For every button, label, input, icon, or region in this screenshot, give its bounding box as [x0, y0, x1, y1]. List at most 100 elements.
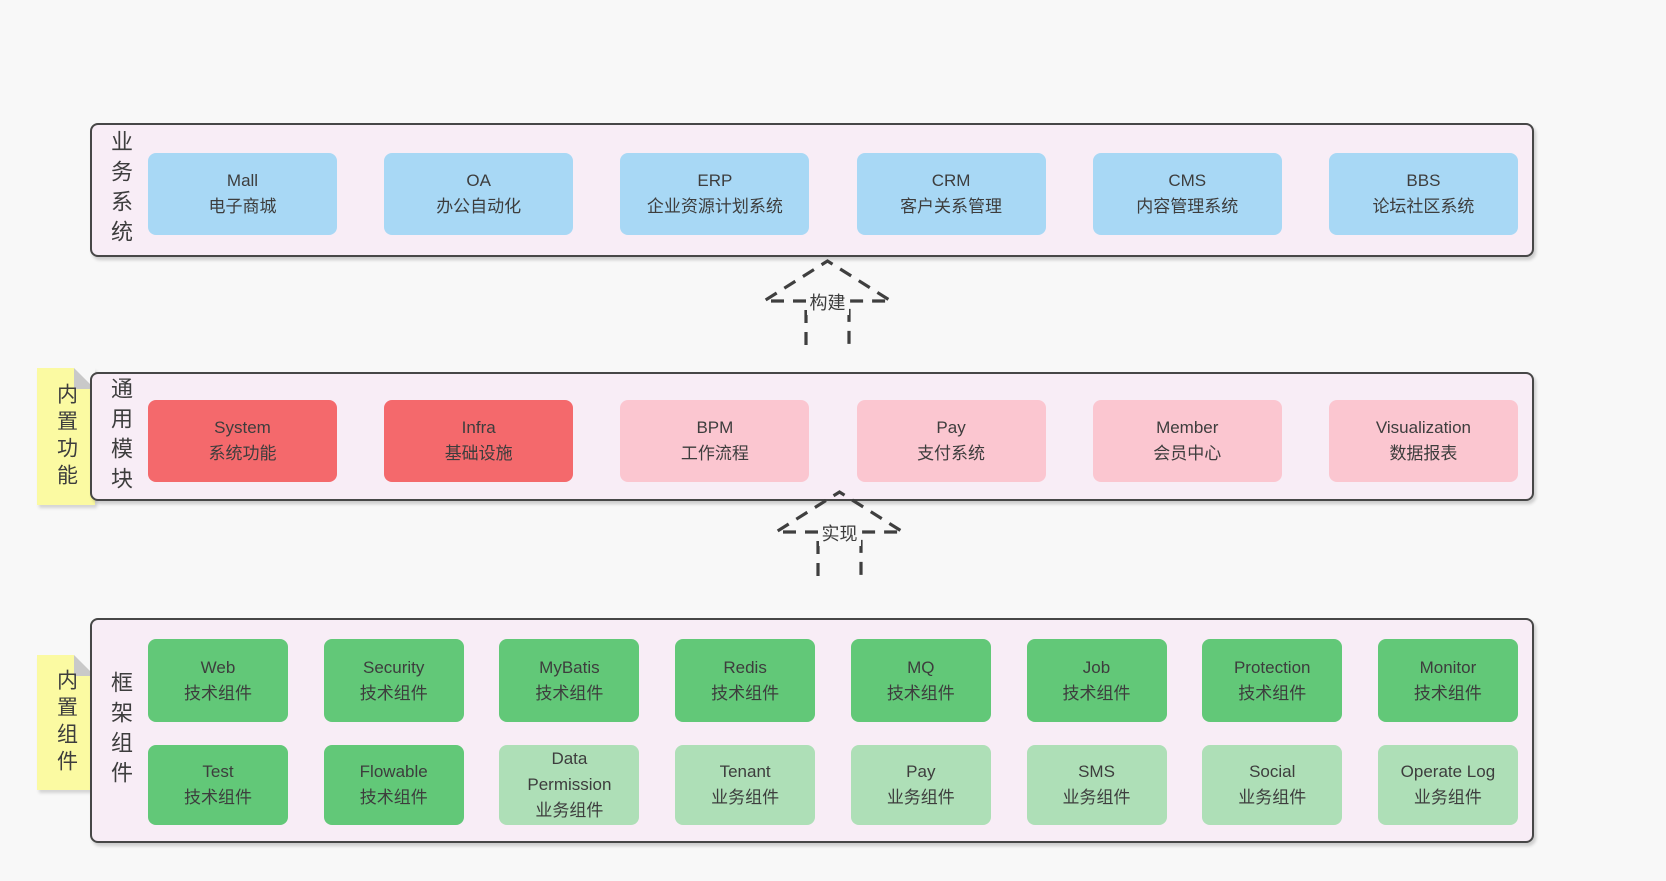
- box-title: Pay: [906, 762, 936, 781]
- box-subtitle: 支付系统: [917, 444, 986, 463]
- box-subtitle: 业务组件: [886, 788, 955, 807]
- box-protection: Protection 技术组件: [1202, 639, 1343, 722]
- box-title: BBS: [1406, 171, 1441, 190]
- box-subtitle: 技术组件: [711, 683, 780, 703]
- implement-arrow: 实现: [772, 488, 907, 576]
- framework-components-row-1: Web 技术组件 Security 技术组件 MyBatis 技术组件 Redi…: [148, 639, 1518, 722]
- box-title: ERP: [697, 171, 733, 190]
- box-subtitle: 基础设施: [444, 444, 513, 463]
- box-subtitle: 技术组件: [1062, 683, 1131, 703]
- box-pay-module: Pay 支付系统: [856, 400, 1046, 482]
- box-title: Monitor: [1419, 657, 1477, 677]
- box-subtitle: 业务组件: [1062, 788, 1131, 807]
- common-modules-label: 通用模块: [108, 376, 133, 497]
- box-web: Web 技术组件: [148, 639, 288, 722]
- box-subtitle: 业务组件: [711, 788, 780, 807]
- box-title: Tenant: [719, 762, 771, 781]
- box-title: CRM: [931, 171, 971, 190]
- sticky-label: 内置功能: [54, 382, 78, 491]
- box-subtitle: 技术组件: [184, 683, 252, 703]
- box-title: Visualization: [1375, 418, 1471, 437]
- box-subtitle: 业务组件: [1238, 788, 1307, 807]
- sticky-note-built-in-components: 内置组件: [37, 655, 95, 790]
- box-job: Job 技术组件: [1026, 639, 1167, 722]
- box-mybatis: MyBatis 技术组件: [499, 639, 640, 722]
- box-tenant: Tenant 业务组件: [675, 745, 816, 825]
- box-subtitle: 论坛社区系统: [1372, 197, 1475, 216]
- box-subtitle: 数据报表: [1389, 444, 1458, 463]
- box-redis: Redis 技术组件: [675, 639, 816, 722]
- sticky-label: 内置组件: [54, 668, 78, 777]
- box-subtitle: 会员中心: [1153, 444, 1222, 463]
- build-arrow: 构建: [760, 257, 895, 345]
- common-modules-row: System 系统功能 Infra 基础设施 BPM 工作流程 Pay 支付系统…: [148, 400, 1518, 482]
- box-subtitle: 技术组件: [359, 788, 428, 807]
- framework-components-label: 框架组件: [108, 670, 133, 791]
- box-title: Flowable: [359, 762, 428, 781]
- up-arrow-icon: [772, 490, 907, 576]
- box-subtitle: 技术组件: [359, 683, 428, 703]
- box-title: Protection: [1233, 657, 1311, 677]
- box-subtitle: 客户关系管理: [900, 197, 1003, 216]
- box-subtitle: 系统功能: [208, 444, 277, 463]
- framework-components-row-2: Test 技术组件 Flowable 技术组件 Data Permission …: [148, 745, 1518, 825]
- box-title: SMS: [1078, 762, 1115, 781]
- box-pay-component: Pay 业务组件: [850, 745, 991, 825]
- box-mall: Mall 电子商城: [148, 153, 337, 235]
- implement-arrow-label: 实现: [818, 520, 861, 546]
- box-security: Security 技术组件: [323, 639, 464, 722]
- box-member: Member 会员中心: [1092, 400, 1282, 482]
- box-operate-log: Operate Log 业务组件: [1377, 745, 1518, 825]
- box-subtitle: 技术组件: [535, 683, 604, 703]
- up-arrow-icon: [760, 259, 895, 345]
- box-subtitle: 电子商城: [208, 197, 277, 216]
- box-title: Social: [1249, 762, 1296, 781]
- box-title: System: [214, 418, 271, 437]
- box-title: Job: [1082, 657, 1111, 677]
- box-subtitle: 业务组件: [535, 801, 604, 820]
- box-visualization: Visualization 数据报表: [1328, 400, 1518, 482]
- box-subtitle: 技术组件: [184, 788, 252, 807]
- business-systems-panel: 业务系统 Mall 电子商城 OA 办公自动化 ERP 企业资源计划系统 CRM…: [90, 123, 1534, 257]
- box-title: CMS: [1168, 171, 1207, 190]
- box-crm: CRM 客户关系管理: [856, 153, 1046, 235]
- box-title: Pay: [936, 418, 966, 437]
- box-subtitle: 内容管理系统: [1136, 197, 1239, 216]
- box-title: MyBatis: [539, 657, 600, 677]
- box-system: System 系统功能: [148, 400, 337, 482]
- box-subtitle: 技术组件: [1413, 683, 1482, 703]
- box-bbs: BBS 论坛社区系统: [1328, 153, 1518, 235]
- box-title: BPM: [696, 418, 734, 437]
- box-title: Test: [202, 762, 234, 781]
- box-title: MQ: [907, 657, 935, 677]
- box-subtitle: 工作流程: [680, 444, 749, 463]
- framework-components-panel: 框架组件 Web 技术组件 Security 技术组件 MyBatis 技术组件…: [90, 618, 1534, 843]
- box-erp: ERP 企业资源计划系统: [620, 153, 810, 235]
- business-systems-label: 业务系统: [108, 130, 133, 250]
- box-cms: CMS 内容管理系统: [1092, 153, 1282, 235]
- box-sms: SMS 业务组件: [1026, 745, 1167, 825]
- box-title: Data Permission: [527, 749, 612, 794]
- box-bpm: BPM 工作流程: [620, 400, 810, 482]
- box-subtitle: 业务组件: [1413, 788, 1482, 807]
- box-flowable: Flowable 技术组件: [323, 745, 464, 825]
- common-modules-panel: 通用模块 System 系统功能 Infra 基础设施 BPM 工作流程 Pay…: [90, 372, 1534, 501]
- box-title: Infra: [461, 418, 496, 437]
- business-systems-row: Mall 电子商城 OA 办公自动化 ERP 企业资源计划系统 CRM 客户关系…: [148, 153, 1518, 235]
- box-subtitle: 技术组件: [1238, 683, 1307, 703]
- box-subtitle: 企业资源计划系统: [646, 197, 783, 216]
- box-test: Test 技术组件: [148, 745, 288, 825]
- box-infra: Infra 基础设施: [384, 400, 574, 482]
- box-title: OA: [466, 171, 491, 190]
- box-data-permission: Data Permission 业务组件: [499, 745, 640, 825]
- box-title: Mall: [226, 171, 259, 190]
- box-oa: OA 办公自动化: [384, 153, 574, 235]
- box-title: Web: [200, 657, 236, 677]
- build-arrow-label: 构建: [806, 289, 849, 315]
- box-subtitle: 技术组件: [886, 683, 955, 703]
- box-social: Social 业务组件: [1202, 745, 1343, 825]
- box-mq: MQ 技术组件: [850, 639, 991, 722]
- box-subtitle: 办公自动化: [436, 197, 522, 216]
- sticky-note-built-in-features: 内置功能: [37, 368, 95, 505]
